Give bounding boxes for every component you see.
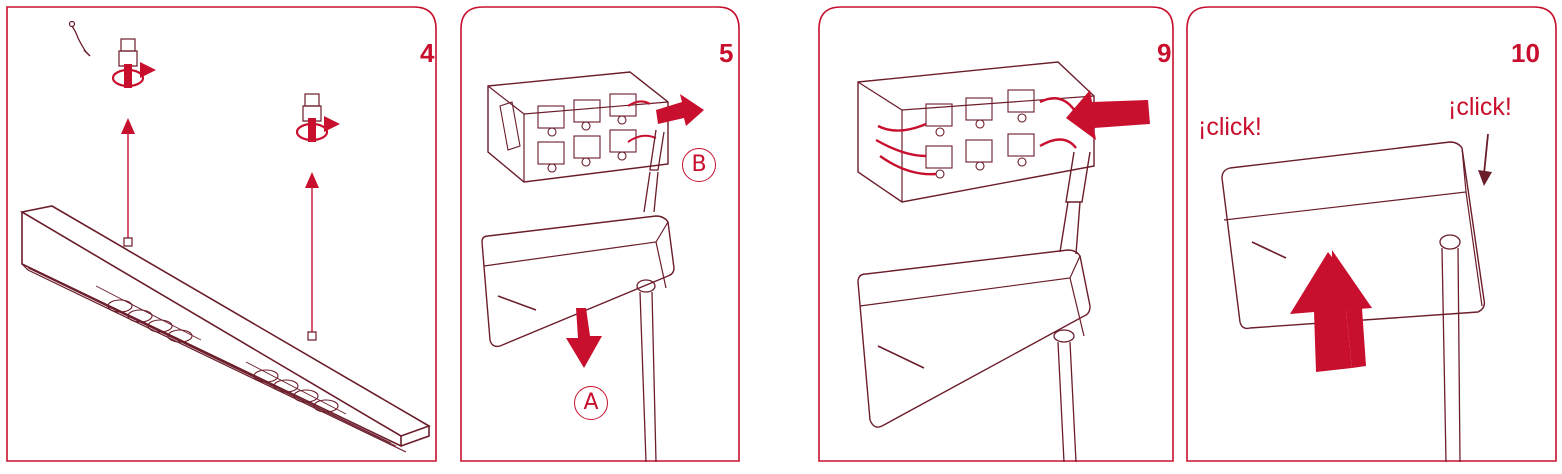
suspension-install-illustration	[19, 20, 431, 453]
panel-frame	[6, 6, 437, 462]
step-panel-4: 4	[6, 6, 437, 462]
click-label-right: ¡click!	[1448, 93, 1512, 121]
step-panel-10: ¡click! ¡click! 10	[1186, 6, 1557, 463]
click-label-left: ¡click!	[1198, 113, 1262, 141]
panel-frame	[1186, 6, 1557, 462]
box-close-click-illustration	[1221, 133, 1492, 463]
cable-connection-illustration	[857, 61, 1150, 463]
step-panel-5: B A 5	[460, 6, 740, 463]
label-a: A	[574, 386, 608, 420]
step-number: 4	[420, 38, 435, 68]
label-b: B	[682, 148, 716, 182]
junction-box-open-illustration	[481, 71, 704, 463]
step-number: 10	[1511, 38, 1540, 68]
step-number: 5	[719, 38, 734, 68]
step-number: 9	[1157, 38, 1172, 68]
step-panel-9: 9	[818, 6, 1174, 463]
panel-frame	[460, 6, 740, 462]
panel-frame	[818, 6, 1174, 462]
